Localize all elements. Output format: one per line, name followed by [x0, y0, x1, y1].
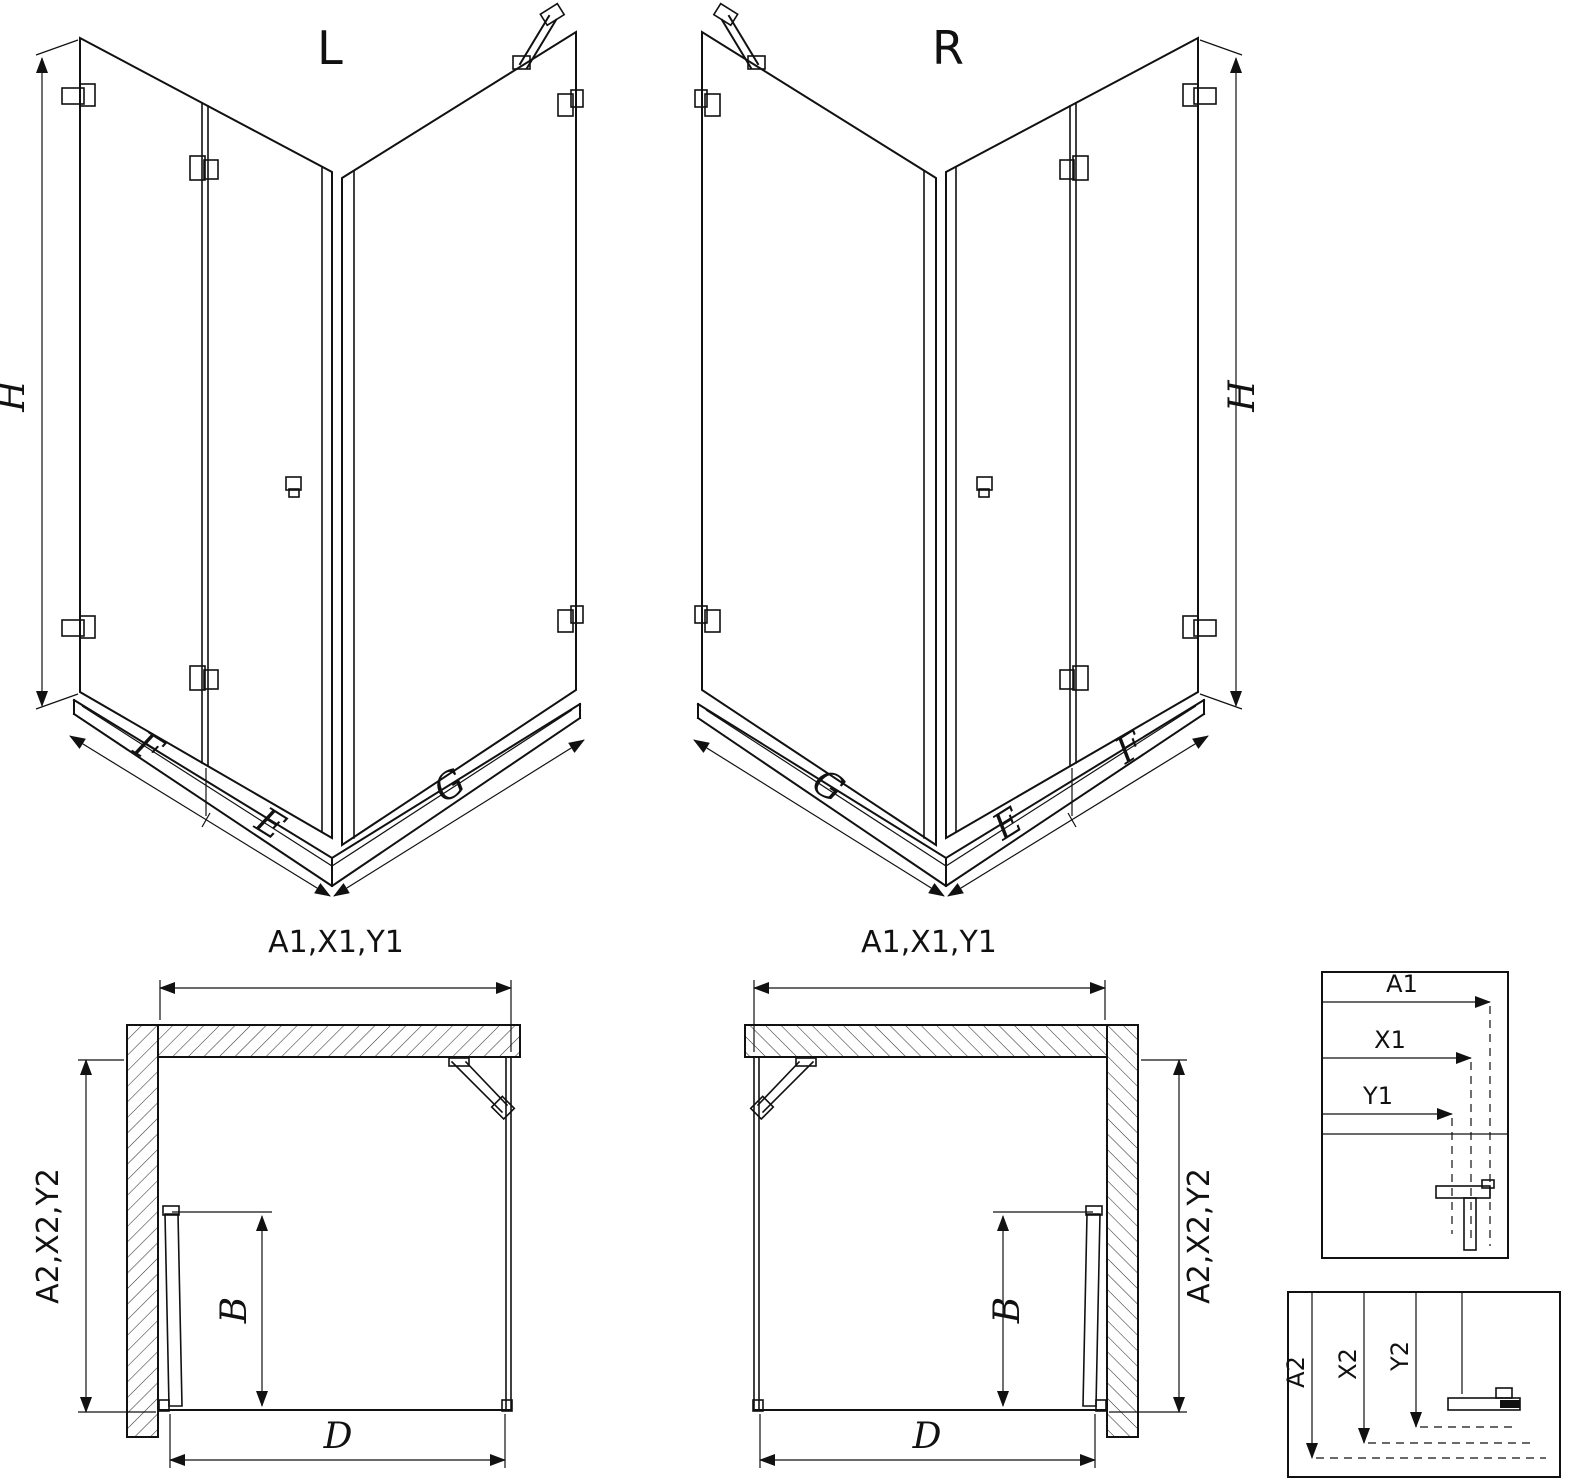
dim-label-g-right: G	[805, 761, 851, 811]
labels-layer: L R H H F E G G E F A1,X1,Y1 A1,X1,Y1 A2…	[0, 21, 1263, 1457]
dim-label-b-left: B	[214, 1297, 255, 1324]
dim-label-h-left: H	[0, 380, 33, 413]
plan-view-right	[745, 980, 1187, 1468]
detail-box-side-dims: A2 X2 Y2	[1282, 1291, 1561, 1478]
profile-section-icon	[1435, 1179, 1495, 1251]
dim-label-b-right: B	[987, 1297, 1028, 1324]
detail-box-top-dims: A1 X1 Y1	[1321, 970, 1509, 1259]
iso-view-right	[694, 4, 1242, 896]
dim-label-d-right: D	[912, 1416, 942, 1457]
dim-label-a1x1y1-right: A1,X1,Y1	[861, 925, 997, 960]
dim-label-e-right: E	[985, 800, 1030, 849]
dim-label-e-left: E	[247, 799, 292, 848]
profile-section-icon	[1447, 1387, 1521, 1411]
dim-label-a1x1y1-left: A1,X1,Y1	[268, 925, 404, 960]
dim-label-a2x2y2-right: A2,X2,Y2	[1182, 1168, 1217, 1304]
dim-label-a2x2y2-left: A2,X2,Y2	[31, 1168, 66, 1304]
plan-view-left	[78, 980, 520, 1468]
dim-label-f-right: F	[1108, 723, 1153, 773]
variant-label-right: R	[932, 21, 964, 75]
dim-label-h-right: H	[1222, 380, 1263, 413]
dim-label-g-left: G	[427, 761, 473, 811]
detail-label-x2: X2	[1334, 1348, 1362, 1380]
iso-view-left	[36, 4, 584, 896]
detail-label-x1: X1	[1374, 1026, 1406, 1054]
detail-label-y1: Y1	[1362, 1082, 1393, 1110]
variant-label-left: L	[317, 21, 343, 75]
dim-label-d-left: D	[323, 1416, 353, 1457]
detail-label-a1: A1	[1386, 970, 1418, 998]
detail-label-y2: Y2	[1386, 1341, 1414, 1372]
dim-label-f-left: F	[126, 724, 171, 774]
detail-label-a2: A2	[1282, 1356, 1310, 1388]
